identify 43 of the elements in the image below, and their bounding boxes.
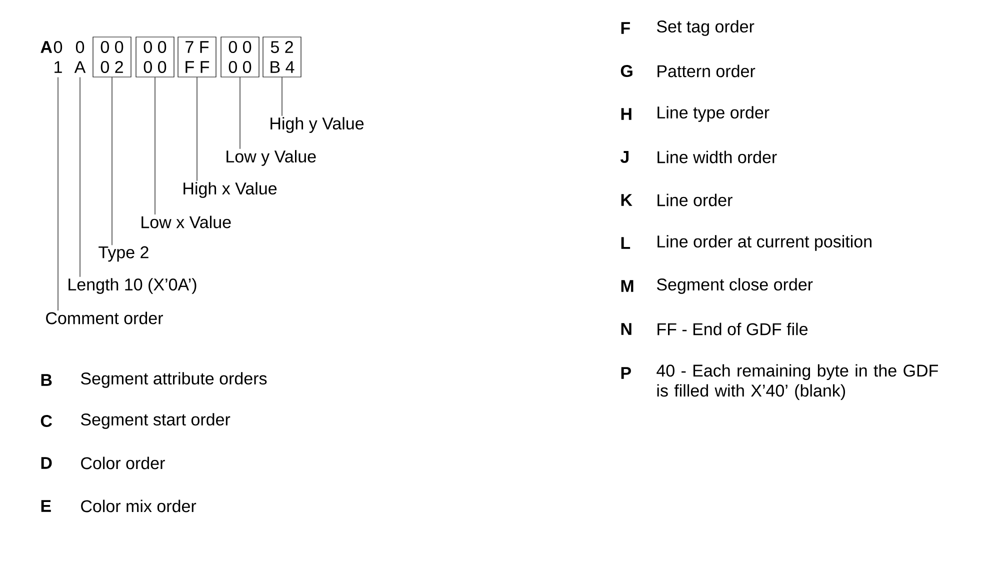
callout-text: Length 10 (X’0A’) — [68, 278, 196, 294]
hex-byte-box: 5 2 B 4 — [262, 36, 302, 78]
item-description: Color mix order — [81, 500, 196, 512]
item-letter: J — [620, 151, 628, 163]
leader-line — [196, 76, 198, 182]
item-letter: L — [621, 237, 630, 249]
item-description: Segment close order — [656, 278, 813, 294]
hex-column: 0 1 — [54, 41, 62, 73]
callout-text: Type 2 — [98, 246, 148, 262]
item-letter: E — [41, 500, 51, 512]
item-description: Line order at current position — [658, 235, 872, 251]
item-description: Segment start order — [80, 413, 230, 429]
hex-byte-box: 0 0 0 0 — [220, 36, 260, 78]
item-letter: P — [621, 367, 631, 379]
item-letter: H — [621, 108, 632, 120]
item-letter: F — [621, 22, 630, 34]
item-letter: M — [621, 280, 634, 292]
item-description: Set tag order — [656, 20, 754, 36]
callout-text: High x Value — [184, 182, 277, 198]
item-description: Line order — [658, 194, 732, 206]
item-letter: D — [41, 457, 52, 469]
item-description: FF - End of GDF file — [658, 322, 808, 336]
hex-byte-box: 7 F F F — [178, 36, 216, 78]
item-letter: K — [621, 194, 632, 206]
callout-text: Low y Value — [226, 150, 316, 166]
item-description: Pattern order — [658, 64, 756, 78]
callout-text: Comment order — [46, 312, 163, 324]
item-description: Line width order — [658, 150, 777, 164]
item-letter: N — [621, 323, 632, 335]
callout-text: Low x Value — [142, 216, 231, 228]
item-description: Segment attribute orders — [80, 372, 267, 388]
item-description: 40 - Each remaining byte in the GDF is filled with X’40’ (blank) — [656, 364, 938, 400]
leader-line — [154, 76, 156, 215]
callout-text: High y Value — [270, 117, 364, 133]
hex-byte-box: 0 0 0 0 — [136, 36, 174, 78]
item-description: Line type order — [658, 106, 770, 122]
item-letter: B — [41, 374, 52, 386]
hex-byte-box: 0 0 0 2 — [92, 36, 132, 78]
item-description: Color order — [81, 456, 165, 470]
item-letter: G — [620, 64, 632, 78]
hex-column: 0 A — [74, 41, 86, 73]
item-letter: A — [40, 41, 52, 53]
item-letter: C — [40, 414, 52, 427]
